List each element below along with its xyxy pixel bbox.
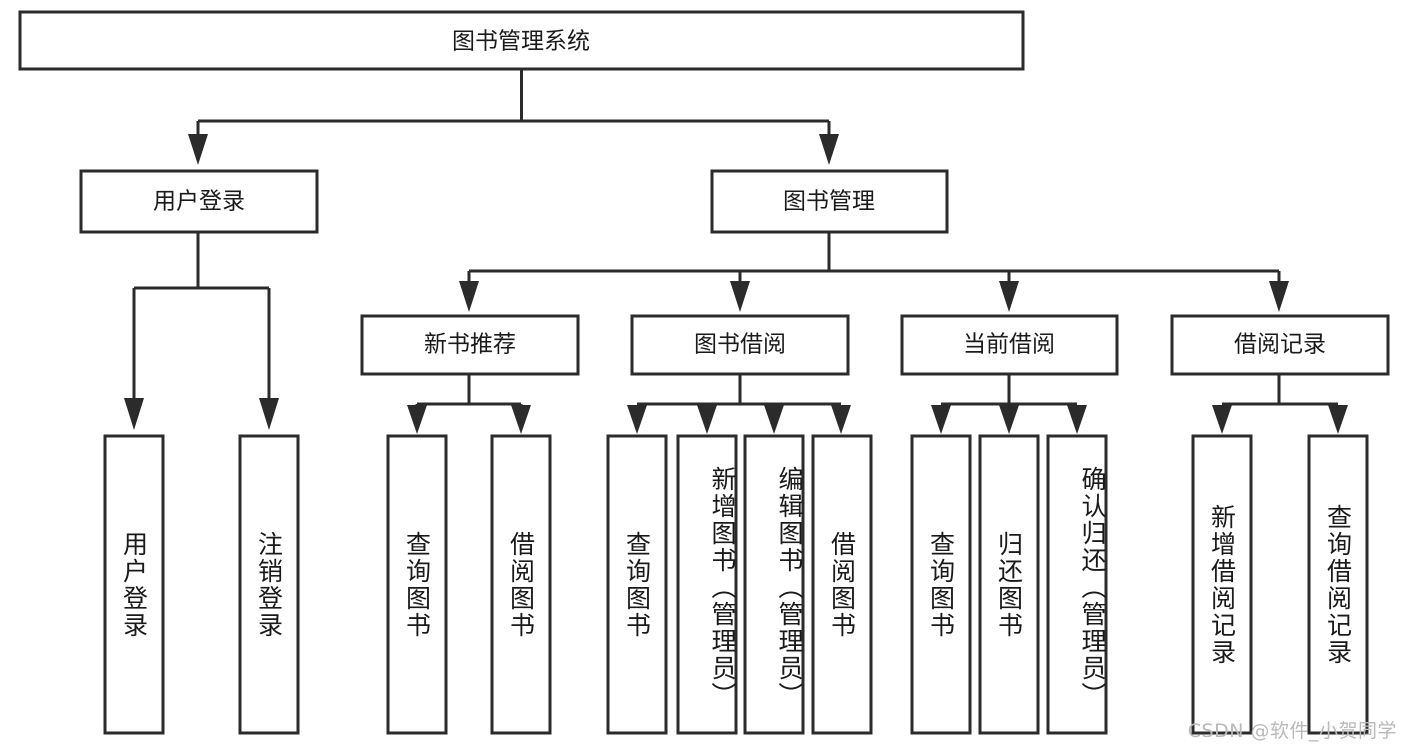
node-user-login[interactable]: 用户登录 — [79, 169, 319, 234]
node-borrow-record[interactable]: 借阅记录 — [1170, 314, 1390, 376]
node-root[interactable]: 图书管理系统 — [18, 10, 1025, 71]
leaf-box-borrow-book-2[interactable] — [811, 434, 873, 735]
arrow-head-nb-leaf-2 — [511, 405, 531, 434]
connector-group-new-book-to-leaves — [407, 374, 531, 434]
leaf-box-query-book-3[interactable] — [910, 434, 972, 735]
arrow-head-bb-leaf-4 — [831, 405, 851, 434]
arrow-head-cb-leaf-2 — [999, 405, 1019, 434]
leaf-box-return-book[interactable] — [978, 434, 1040, 735]
connector-group-root-to-level2 — [188, 69, 839, 165]
connector-group-book-borrow-to-leaves — [627, 374, 851, 434]
leaf-box-query-borrow-record[interactable] — [1307, 434, 1369, 735]
leaf-group-new-book-recommend — [386, 434, 552, 735]
arrow-head-leaf-logout — [259, 398, 279, 430]
leaf-box-add-book-admin[interactable] — [676, 434, 738, 735]
arrow-head-current-borrow — [999, 281, 1019, 312]
node-new-book-recommend-box[interactable] — [360, 314, 580, 376]
arrow-head-new-book — [459, 281, 479, 312]
arrow-head-leaf-user-login — [124, 398, 144, 430]
arrow-head-book-borrow — [730, 281, 750, 312]
connector-group-book-manage-to-level3 — [459, 232, 1289, 312]
node-book-borrow-box[interactable] — [630, 314, 850, 376]
connector-group-borrow-record-to-leaves — [1212, 374, 1348, 434]
csdn-watermark: CSDN @软件_小贺同学 — [1187, 720, 1397, 742]
leaf-box-confirm-return-admin[interactable] — [1046, 434, 1108, 735]
node-borrow-record-box[interactable] — [1170, 314, 1390, 376]
arrow-head-nb-leaf-1 — [407, 405, 427, 434]
leaf-box-borrow-book-1[interactable] — [490, 434, 552, 735]
node-book-borrow[interactable]: 图书借阅 — [630, 314, 850, 376]
leaf-box-add-borrow-record[interactable] — [1191, 434, 1253, 735]
arrow-head-br-leaf-1 — [1212, 405, 1232, 434]
node-book-manage-label: 图书管理 — [783, 189, 875, 215]
node-user-login-box[interactable] — [79, 169, 319, 234]
node-book-borrow-label: 图书借阅 — [694, 332, 786, 358]
node-current-borrow[interactable]: 当前借阅 — [900, 314, 1119, 376]
leaf-group-borrow-record — [1191, 434, 1369, 735]
node-borrow-record-label: 借阅记录 — [1234, 332, 1326, 358]
node-current-borrow-label: 当前借阅 — [963, 332, 1055, 358]
connector-group-user-login-to-leaves — [124, 232, 279, 430]
leaf-box-query-book-2[interactable] — [606, 434, 668, 735]
arrow-head-borrow-record — [1269, 281, 1289, 312]
leaf-group-book-borrow — [606, 434, 873, 735]
leaf-box-user-login[interactable] — [103, 434, 165, 735]
node-current-borrow-box[interactable] — [900, 314, 1119, 376]
arrow-head-bb-leaf-1 — [627, 405, 647, 434]
node-new-book-recommend[interactable]: 新书推荐 — [360, 314, 580, 376]
leaf-box-logout[interactable] — [238, 434, 300, 735]
node-user-login-label: 用户登录 — [153, 189, 245, 215]
arrow-head-book-manage — [819, 134, 839, 165]
arrow-head-br-leaf-2 — [1328, 405, 1348, 434]
arrow-head-cb-leaf-1 — [931, 405, 951, 434]
arrow-head-bb-leaf-3 — [764, 405, 784, 434]
leaf-box-edit-book-admin[interactable] — [743, 434, 805, 735]
connector-group-current-borrow-to-leaves — [931, 374, 1087, 434]
leaf-group-user-login — [103, 434, 300, 735]
leaf-group-current-borrow — [910, 434, 1108, 735]
node-root-label: 图书管理系统 — [452, 29, 590, 55]
arrow-head-user-login — [188, 134, 208, 165]
leaf-box-query-book-1[interactable] — [386, 434, 448, 735]
node-root-box[interactable] — [18, 10, 1025, 71]
node-new-book-recommend-label: 新书推荐 — [424, 332, 516, 358]
arrow-head-cb-leaf-3 — [1067, 405, 1087, 434]
node-book-manage-box[interactable] — [710, 169, 949, 234]
arrow-head-bb-leaf-2 — [697, 405, 717, 434]
node-book-manage[interactable]: 图书管理 — [710, 169, 949, 234]
